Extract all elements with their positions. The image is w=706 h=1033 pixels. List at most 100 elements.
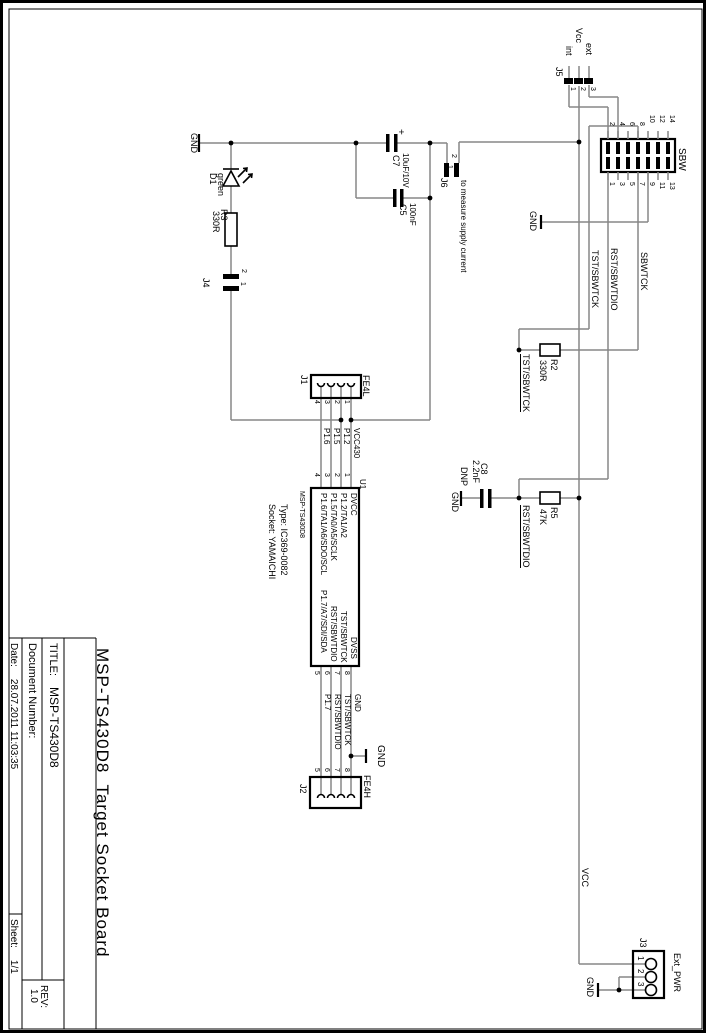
u1-pin-name-dvcc: DVCC [349, 493, 358, 516]
j3-pin3-number: 3 [636, 982, 645, 987]
j2-ref: J2 [298, 784, 308, 794]
r2-value: 330R [538, 360, 548, 382]
c7-ref: C7 [391, 155, 401, 167]
u1-pin2-number: 2 [333, 473, 340, 477]
j1-value: FE4L [361, 375, 371, 397]
capacitor-c7 [386, 134, 398, 152]
u1-pin-name-p16: P1.6/TA1/A6/SDO/SCL [319, 493, 328, 576]
gnd-label-sbw: GND [528, 211, 538, 231]
u1-pin4-number: 4 [313, 473, 320, 477]
gnd-label-top-left: GND [189, 133, 199, 153]
sbw-pin7-number: 7 [638, 182, 645, 186]
date-label: Date: [8, 643, 19, 667]
sbw-header [599, 131, 677, 180]
j3-pin2-number: 2 [636, 969, 645, 974]
c5-value: 100nF [408, 203, 417, 226]
j6-pin1-number: 1 [446, 165, 453, 169]
j2-pin6-number: 6 [323, 768, 330, 772]
j4-pin2-number: 2 [240, 269, 247, 273]
j4-ref: J4 [201, 278, 211, 288]
sheet-row: Sheet: 1/1 [8, 919, 19, 974]
u1-pin8-number: 8 [343, 671, 350, 675]
j5-label-vcc: Vcc [574, 28, 584, 44]
led-d1 [221, 167, 253, 187]
j1-pin3-number: 3 [323, 400, 330, 404]
sbw-pin8-number: 8 [638, 122, 645, 126]
sheet-label: Sheet: [8, 919, 19, 948]
net-label-vcc: VCC [580, 868, 590, 888]
u1-pin-name-dvss: DVSS [349, 637, 358, 659]
u1-pin-name-p12: P1.2/TA1/A2 [339, 493, 348, 538]
j3-pin1-number: 1 [636, 956, 645, 961]
net-label-rst-sbwtdio-j2: RST/SBWTDIO [333, 694, 342, 750]
gnd-symbols [197, 134, 600, 997]
net-label-tst-sbwtck-j2: TST/SBWTCK [343, 694, 352, 746]
sbw-pin14-number: 14 [668, 115, 675, 123]
c7-value: 10uF/10V [401, 153, 410, 188]
net-label-p1-2: P1.2 [342, 428, 351, 445]
sheet-value: 1/1 [8, 959, 19, 974]
u1-value: MSP-TS430D8 [298, 491, 305, 539]
j4-pin1-number: 1 [239, 282, 246, 286]
d1-value: green [216, 173, 226, 197]
gnd-label-c8: GND [450, 492, 460, 512]
sbw-pin12-number: 12 [658, 115, 665, 123]
connector-j1 [309, 373, 363, 400]
sbw-pin9-number: 9 [648, 182, 655, 186]
r5-value: 47K [538, 509, 548, 526]
resistor-r5 [539, 491, 561, 505]
sbw-pin2-number: 2 [608, 122, 615, 126]
sbw-pin-stubs [607, 131, 669, 180]
r5-ref: R5 [549, 507, 559, 519]
ic-u1 [309, 486, 361, 668]
sbw-pin1-number: 1 [608, 182, 615, 186]
u1-pin-name-rst: RST/SBWTDIO [329, 606, 338, 662]
c8-dnp: DNP [459, 467, 469, 487]
j5-label-ext: ext [584, 43, 594, 56]
j3-value: Ext_PWR [672, 953, 682, 993]
drawing-frame [8, 8, 703, 1030]
capacitor-c5 [393, 189, 404, 207]
r3-value: 330R [211, 211, 221, 233]
gnd-label-j2: GND [375, 745, 386, 768]
title-label: TITLE: [47, 643, 59, 677]
wires [199, 85, 649, 991]
sbw-pin13-number: 13 [668, 182, 675, 190]
net-label-gnd-j2: GND [353, 694, 362, 712]
j2-pin7-number: 7 [333, 768, 340, 772]
net-label-rst-sbwtdio-wire: RST/SBWTDIO [609, 248, 619, 311]
u1-pin5-number: 5 [313, 671, 320, 675]
u1-pin-name-tst: TST/SBWTCK [339, 611, 348, 663]
jumper-j4 [223, 274, 239, 291]
j3-ref: J3 [638, 938, 648, 948]
u1-pin6-number: 6 [323, 671, 330, 675]
c5-ref: C5 [398, 204, 408, 216]
j5-pin3-number: 3 [589, 87, 596, 91]
j1-pin4-number: 4 [313, 400, 320, 404]
net-label-vcc430: VCC430 [352, 428, 361, 459]
j2-pin8-number: 8 [343, 768, 350, 772]
jumper-j5 [564, 66, 593, 84]
c7-polarity-plus: + [395, 129, 406, 135]
j1-pin1-number: 1 [343, 400, 350, 404]
r2-ref: R2 [549, 359, 559, 371]
u1-ref: U1 [358, 479, 367, 490]
c8-value: 2.2nF [471, 460, 481, 484]
u1-pin-name-p15: P1.5/TA0/A5/SCLK [329, 493, 338, 561]
j6-ref: J6 [439, 178, 449, 188]
u1-note-type: Type: IC369-0082 [279, 504, 289, 576]
sbw-pin5-number: 5 [628, 182, 635, 186]
connector-j3 [631, 949, 666, 1000]
j6-pin2-number: 2 [450, 154, 457, 158]
j5-pin2-number: 2 [579, 87, 586, 91]
sbw-ref: SBW [676, 148, 687, 171]
j5-ref: J5 [554, 67, 564, 77]
date-value: 28.07.2011 11:03:35 [8, 678, 19, 770]
sbw-pin11-number: 11 [658, 182, 665, 190]
sbw-pin4-number: 4 [618, 122, 625, 126]
rev-label: REV: [38, 985, 49, 1008]
j1-pin2-number: 2 [333, 400, 340, 404]
gnd-label-j3: GND [585, 977, 595, 997]
sbw-pin-pads [606, 142, 670, 169]
date-row: Date: 28.07.2011 11:03:35 [8, 643, 19, 769]
